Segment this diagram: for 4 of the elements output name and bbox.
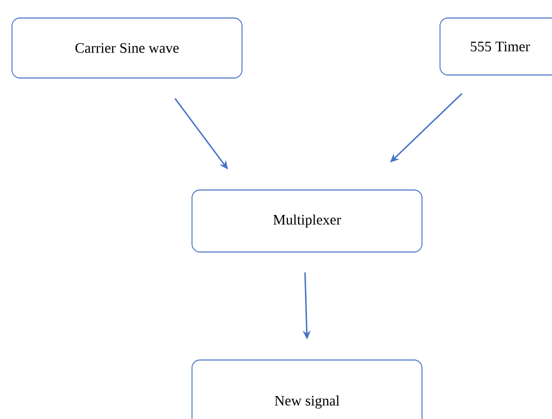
process-box: Multiplexer xyxy=(192,190,422,252)
process-box: Carrier Sine wave xyxy=(12,18,242,78)
process-box: 555 Timer xyxy=(440,18,552,76)
process-box: New signal xyxy=(192,360,422,419)
